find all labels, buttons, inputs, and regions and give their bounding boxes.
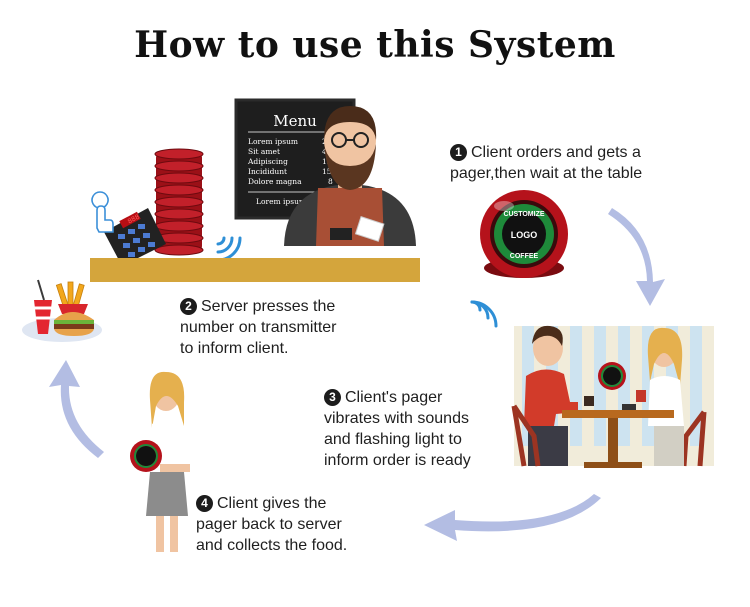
pager-customize-text: CUSTOMIZE <box>503 211 544 218</box>
pager-device: CUSTOMIZE LOGO COFFEE <box>480 190 568 278</box>
arrow-step1-to-step3 <box>608 208 665 306</box>
step-4-line-1: Client gives the <box>217 495 327 512</box>
arrow-step3-to-step4 <box>424 494 601 541</box>
menu-item-4-name: Incididunt <box>248 167 287 176</box>
server-counter-illustration: Menu Lorem ipsum 20 Sit amet 40 Adipisci… <box>90 98 420 282</box>
step-1-number: 1 <box>450 144 467 161</box>
step-2-line-2: number on transmitter <box>180 319 337 336</box>
step-4-number: 4 <box>196 495 213 512</box>
menu-item-1-name: Lorem ipsum <box>248 137 298 146</box>
menu-item-5-price: 8 <box>328 177 333 186</box>
step-1-line-2: pager,then wait at the table <box>450 165 643 182</box>
menu-item-3-name: Adipiscing <box>247 157 288 166</box>
food-icon <box>22 279 102 342</box>
menu-heading: Menu <box>273 112 317 130</box>
counter-top <box>90 258 420 282</box>
couple-at-table-illustration <box>511 325 714 468</box>
step-3-line-2: vibrates with sounds <box>324 410 469 427</box>
step-3-line-3: and flashing light to <box>324 431 462 448</box>
pager-stack <box>154 148 204 256</box>
woman-with-pager-illustration <box>130 371 190 552</box>
step-2-line-3: to inform client. <box>180 340 289 357</box>
wifi-signal-icon <box>216 236 242 262</box>
menu-item-2-name: Sit amet <box>248 147 280 156</box>
step-4-line-3: and collects the food. <box>196 537 348 554</box>
wifi-signal-icon <box>470 300 498 328</box>
pager-logo-text: LOGO <box>511 230 538 240</box>
step-3-number: 3 <box>324 389 341 406</box>
pager-coffee-text: COFFEE <box>510 253 539 260</box>
step-4-line-2: pager back to server <box>196 516 342 533</box>
server-man <box>284 106 416 246</box>
touch-hand-icon <box>91 191 114 233</box>
menu-footer: Lorem ipsum am <box>256 197 320 206</box>
arrow-step4-to-food <box>49 360 104 458</box>
step-3-line-1: Client's pager <box>345 389 443 406</box>
step-3-line-4: inform order is ready <box>324 452 471 469</box>
step-2-line-1: Server presses the <box>201 298 336 315</box>
menu-item-5-name: Dolore magna <box>248 177 302 186</box>
step-1-line-1: Client orders and gets a <box>471 144 641 161</box>
page-title: How to use this System <box>134 24 616 66</box>
step-2-number: 2 <box>180 298 197 315</box>
transmitter-keypad: 888 <box>104 208 166 266</box>
